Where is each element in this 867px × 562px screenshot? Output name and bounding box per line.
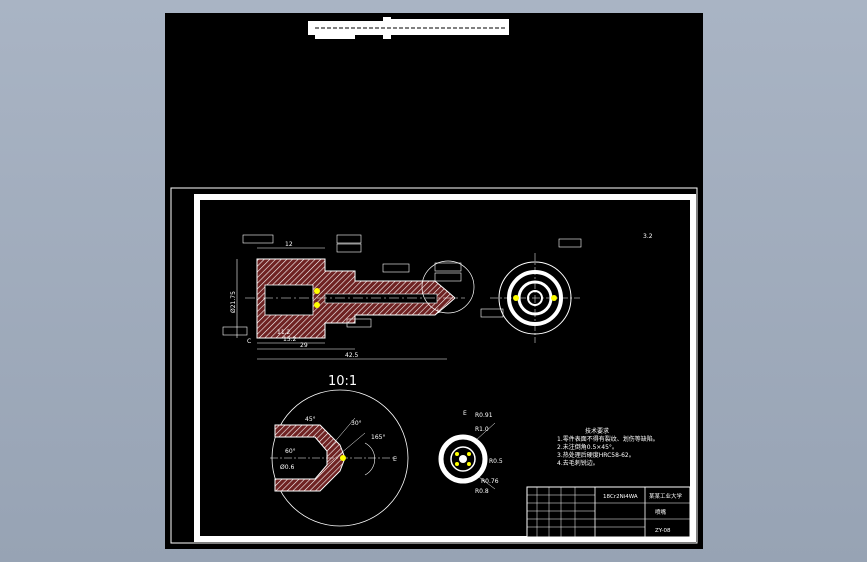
dim-dia-06: Ø0.6 — [280, 464, 294, 471]
dim-len-29: 29 — [300, 342, 308, 349]
roughness-mark: 3.2 — [643, 233, 653, 240]
notes-line-4: 4.去毛刺锐边。 — [557, 459, 599, 467]
dim-r05: R0.5 — [489, 458, 503, 465]
dim-r076: R0.76 — [481, 478, 499, 485]
dim-len-12: 12 — [285, 241, 293, 248]
outer-frame — [170, 187, 698, 544]
label-detail-e: E — [463, 410, 467, 417]
title-block — [526, 486, 691, 538]
label-detail-e-arrow: E — [393, 456, 397, 463]
tb-drawing-no: ZY-08 — [655, 528, 671, 534]
dim-len-11: 11.2 — [277, 329, 291, 336]
notes-title: 技术要求 — [585, 427, 609, 435]
label-section-c: C — [247, 338, 251, 345]
notes-line-2: 2.未注倒角0.5×45°。 — [557, 443, 618, 451]
inner-frame — [194, 194, 696, 542]
dim-dia-21: Ø21.75 — [230, 291, 237, 313]
detail-e-view — [438, 422, 496, 490]
dim-angle-30: 30° — [351, 420, 362, 427]
label-section-l: L — [437, 308, 441, 315]
technical-notes: 技术要求 1.零件表面不得有裂纹、划伤等缺陷。 2.未注倒角0.5×45°。 3… — [557, 427, 659, 467]
dim-angle-60: 60° — [285, 448, 296, 455]
drawing-sheet: 42.5 29 15.2 11.2 12 Ø21.75 C L 3.2 10:1… — [165, 13, 703, 549]
tb-material: 18Cr2Ni4WA — [603, 494, 638, 500]
notes-line-3: 3.热处理后硬度HRC58-62。 — [557, 451, 635, 459]
end-view — [480, 238, 582, 343]
dim-overall-length: 42.5 — [345, 352, 359, 359]
detail-scale-label: 10:1 — [328, 374, 357, 389]
notes-line-1: 1.零件表面不得有裂纹、划伤等缺陷。 — [557, 435, 659, 443]
detail-view — [270, 389, 409, 527]
main-dimensions — [222, 234, 475, 360]
top-thumbnail-part — [308, 17, 509, 39]
dim-r08: R0.8 — [475, 488, 489, 495]
main-section-view — [245, 258, 465, 339]
dim-r10: R1.0 — [475, 426, 489, 433]
cad-canvas: 42.5 29 15.2 11.2 12 Ø21.75 C L 3.2 10:1… — [170, 17, 698, 544]
tb-school: 某某工业大学 — [649, 492, 683, 500]
dim-angle-165: 165° — [371, 434, 385, 441]
dim-r091: R0.91 — [475, 412, 493, 419]
dim-angle-45: 45° — [305, 416, 316, 423]
tb-part-name: 喷嘴 — [655, 508, 667, 516]
dim-len-15: 15.2 — [283, 336, 297, 343]
